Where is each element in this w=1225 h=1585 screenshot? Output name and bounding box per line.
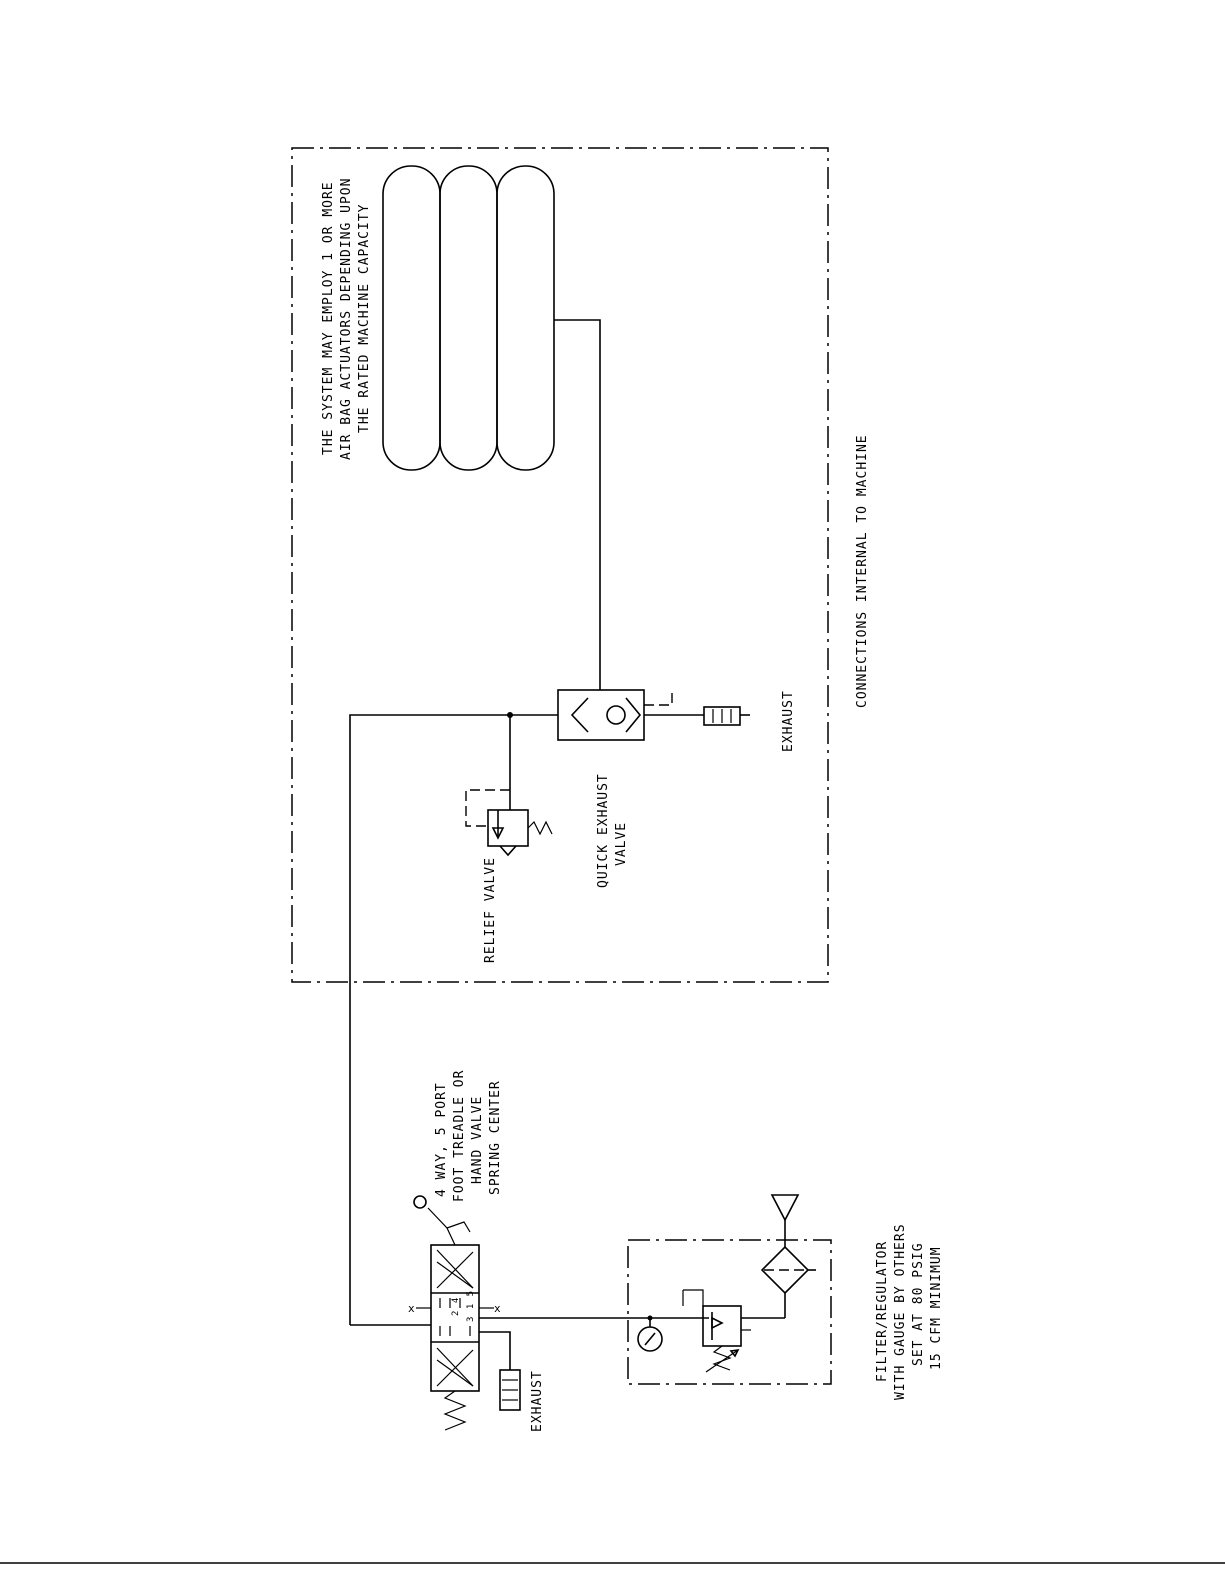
air-bag-actuators (382, 165, 555, 471)
actuator-supply-line (554, 319, 601, 690)
exhaust-muffler-bottom (499, 1369, 521, 1411)
treadle-label-1: 4 WAY, 5 PORT (434, 1082, 449, 1197)
gauge-junction (647, 1315, 653, 1321)
air-bag-1 (382, 165, 441, 471)
filter-regulator-boundary (627, 1239, 832, 1385)
exhaust-bottom-label: EXHAUST (530, 1370, 545, 1432)
filter-label-4: 15 CFM MINIMUM (929, 1246, 944, 1370)
connections-label: CONNECTIONS INTERNAL TO MACHINE (855, 434, 870, 708)
relief-valve (465, 789, 553, 857)
ports-bottom: 3 1 5 (466, 1290, 476, 1322)
machine-boundary (291, 147, 829, 983)
pressure-regulator (682, 1289, 751, 1373)
exhaust-muffler-top (703, 706, 750, 726)
treadle-label-4: SPRING CENTER (488, 1080, 503, 1195)
pressure-gauge (637, 1318, 663, 1352)
main-supply-line (349, 714, 558, 1325)
plug-mark-1: x (408, 1302, 416, 1315)
ports-top: 2 4 (451, 1297, 461, 1316)
relief-valve-label: RELIEF VALVE (483, 857, 498, 963)
plug-mark-2: x (494, 1302, 502, 1315)
filter-label-2: WITH GAUGE BY OTHERS (893, 1223, 908, 1400)
air-source-triangle (770, 1194, 800, 1222)
treadle-label-3: HAND VALVE (470, 1096, 485, 1184)
actuator-note-line-2: AIR BAG ACTUATORS DEPENDING UPON (339, 178, 354, 460)
treadle-label-2: FOOT TREADLE OR (452, 1070, 467, 1202)
exhaust-top-label: EXHAUST (781, 690, 796, 752)
quick-exhaust-label-1: QUICK EXHAUST (596, 773, 611, 888)
filter-label-1: FILTER/REGULATOR (875, 1241, 890, 1382)
air-filter (760, 1245, 816, 1318)
valve-exhaust-line (479, 1331, 511, 1370)
filter-label-3: SET AT 80 PSIG (911, 1242, 926, 1366)
air-bag-2 (439, 165, 498, 471)
quick-exhaust-label-2: VALVE (614, 822, 629, 866)
air-bag-3 (496, 165, 555, 471)
actuator-note-line-3: THE RATED MACHINE CAPACITY (357, 204, 372, 434)
actuator-note-line-1: THE SYSTEM MAY EMPLOY 1 OR MORE (321, 181, 336, 455)
